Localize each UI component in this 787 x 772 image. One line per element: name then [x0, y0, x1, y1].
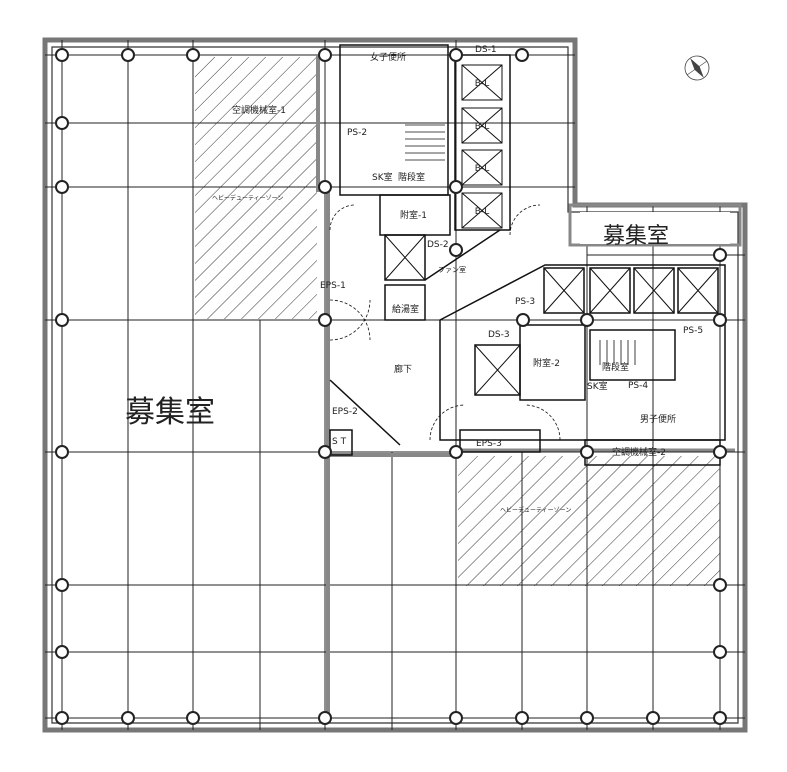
sk-room-1-label: SK室: [372, 171, 393, 183]
st-label: S T: [332, 437, 347, 447]
ps2-label: PS-2: [347, 128, 367, 138]
anteroom-2-label: 附室-2: [533, 357, 560, 369]
fan-room-label: ファン室: [438, 265, 466, 274]
ds1-label: DS-1: [475, 45, 497, 55]
structural-columns: [55, 48, 727, 725]
eps1-label: EPS-1: [320, 281, 346, 291]
corridor-label: 廊下: [394, 363, 412, 375]
vacant-room-small-label: 募集室: [603, 224, 669, 249]
north-arrow-icon: [684, 55, 710, 81]
ds3-label: DS-3: [488, 330, 510, 340]
grid-lines: [45, 40, 745, 730]
stair-1-label: 階段室: [398, 171, 425, 183]
ds2-label: DS-2: [427, 240, 449, 250]
anteroom-1-label: 附室-1: [400, 209, 427, 221]
eps3-label: EPS-3: [476, 439, 502, 449]
ac-room-2-label: 空調機械室-2: [612, 446, 666, 458]
ps5-label: PS-5: [683, 326, 703, 336]
kitchenette-label: 給湯室: [392, 303, 419, 315]
mens-toilet-label: 男子便所: [640, 413, 676, 425]
elevator-3-label: B-L: [475, 164, 489, 174]
heavy-duty-label-2: ヘビーデューティーゾーン: [500, 506, 571, 514]
elevator-1-label: B-L: [475, 79, 489, 89]
ps4-label: PS-4: [628, 381, 648, 391]
exterior-wall: [42, 37, 748, 733]
heavy-duty-zone-2: [458, 456, 720, 586]
sk-room-2-label: SK室: [587, 380, 608, 392]
heavy-duty-zone-1: [195, 57, 317, 319]
womens-toilet-label: 女子便所: [370, 51, 406, 63]
ps3-label: PS-3: [515, 297, 535, 307]
stair-2-label: 階段室: [602, 361, 629, 373]
heavy-duty-label-1: ヘビーデューティーゾーン: [212, 194, 283, 202]
eps2-label: EPS-2: [332, 407, 358, 417]
vacant-room-large-label: 募集室: [125, 395, 215, 430]
elevator-2-label: B-L: [475, 122, 489, 132]
elevator-4-label: B-L: [475, 207, 489, 217]
ac-room-1-label: 空調機械室-1: [232, 104, 286, 116]
